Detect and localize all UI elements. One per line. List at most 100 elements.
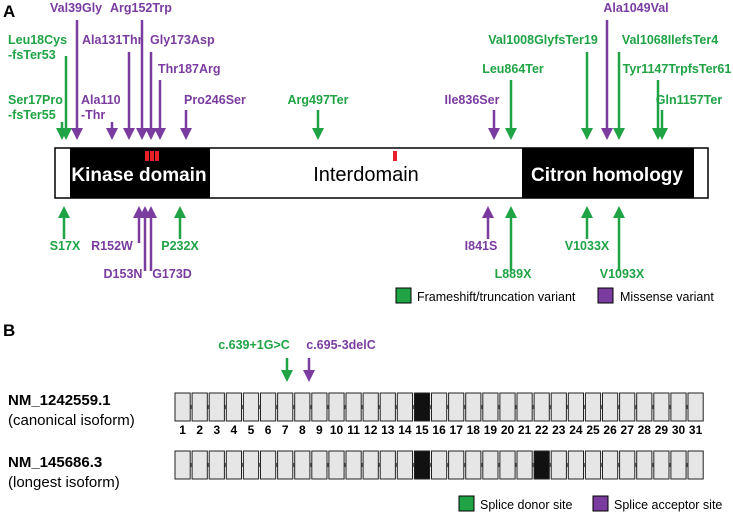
variant-arrow-val1068ilefster4 <box>613 52 625 140</box>
isoform-longest-desc: (longest isoform) <box>8 474 120 491</box>
exon-24 <box>567 450 584 480</box>
variant-label-leu864ter-line: Leu864Ter <box>482 62 544 76</box>
protein-bar: Kinase domain Interdomain Citron homolog… <box>54 147 709 199</box>
exon-5 <box>242 450 260 480</box>
exon-30 <box>670 392 687 422</box>
variant-label-tyr1147trpfster61-line: Tyr1147TrpfsTer61 <box>623 62 732 76</box>
kinase-domain-block <box>70 148 210 198</box>
variant-label-arg497ter: Arg497Ter <box>288 93 349 107</box>
gene-longest <box>174 450 704 480</box>
variant-arrow-ala1049val <box>601 20 613 140</box>
variant-label-arg497ter-line: Arg497Ter <box>288 93 349 107</box>
variant-label-leu864ter: Leu864Ter <box>482 62 544 76</box>
exon-number-25: 25 <box>586 423 600 437</box>
variant-label-v1033x: V1033X <box>565 239 610 253</box>
exon-number-8: 8 <box>299 423 306 437</box>
splice-label-donor-line: c.639+1G>C <box>218 338 290 352</box>
variant-label-val1068ilefster4-line: Val1068IlefsTer4 <box>622 33 718 47</box>
interdomain-highlight-mark <box>393 151 397 161</box>
missense-legend-label: Missense variant <box>620 290 714 304</box>
exon-number-21: 21 <box>518 423 532 437</box>
exon-number-17: 17 <box>450 423 464 437</box>
kinase-highlight-mark <box>150 151 154 161</box>
exon-number-13: 13 <box>381 423 395 437</box>
exon-14 <box>396 450 413 480</box>
variant-arrow-head-p232x <box>174 206 186 218</box>
donor-legend-label: Splice donor site <box>480 498 572 512</box>
exon-number-4: 4 <box>231 423 238 437</box>
exon-16 <box>431 392 448 422</box>
variant-label-gly173asp-line: Gly173Asp <box>150 33 215 47</box>
variant-label-ala110thr-line: -Thr <box>81 108 105 122</box>
exon-number-10: 10 <box>330 423 344 437</box>
exon-28 <box>636 450 653 480</box>
exon-2 <box>191 392 208 422</box>
variant-label-pro246ser: Pro246Ser <box>184 93 246 107</box>
exon-number-23: 23 <box>552 423 566 437</box>
splice-arrow-acceptor <box>303 358 315 382</box>
panel-b-legend: Splice donor site Splice acceptor site <box>458 495 722 512</box>
exon-16 <box>431 450 448 480</box>
exon-3 <box>208 392 225 422</box>
variant-arrow-head-val1068ilefster4 <box>613 128 625 140</box>
exon-29 <box>653 450 670 480</box>
variant-arrow-v1093x <box>613 206 625 271</box>
exon-18 <box>465 450 482 480</box>
variant-arrow-head-g173d <box>145 206 157 218</box>
variant-arrow-head-s17x <box>58 206 70 218</box>
exon-1 <box>174 450 191 480</box>
exon-26 <box>602 392 619 422</box>
exon-number-1: 1 <box>179 423 186 437</box>
exon-12 <box>362 450 379 480</box>
variant-arrow-g173d <box>145 206 157 271</box>
citron-domain-block <box>522 148 694 198</box>
exon-number-20: 20 <box>501 423 515 437</box>
acceptor-legend-label: Splice acceptor site <box>614 498 722 512</box>
variant-label-l889x: L889X <box>495 267 532 281</box>
variant-arrow-head-gln1157ter <box>656 128 668 140</box>
exon-30 <box>670 450 687 480</box>
panel-b-label: B <box>3 321 15 340</box>
exon-4 <box>225 392 243 422</box>
exon-number-19: 19 <box>484 423 498 437</box>
exon-24 <box>567 392 584 422</box>
exon-10 <box>328 450 345 480</box>
variant-arrow-leu864ter <box>505 80 517 140</box>
isoform-canonical-desc: (canonical isoform) <box>8 412 135 429</box>
variant-arrow-head-v1033x <box>581 206 593 218</box>
variant-arrow-arg497ter <box>312 110 324 140</box>
exon-15 <box>413 392 431 422</box>
exon-10 <box>328 392 345 422</box>
exon-number-30: 30 <box>672 423 686 437</box>
variant-arrow-head-pro246ser <box>180 128 192 140</box>
isoform-longest-name: NM_145686.3 <box>8 454 102 471</box>
exon-14 <box>396 392 413 422</box>
variant-arrow-head-val39gly <box>71 128 83 140</box>
variant-label-gln1157ter-line: Gln1157Ter <box>656 93 723 107</box>
exon-31 <box>687 392 704 422</box>
exon-17 <box>448 450 465 480</box>
variant-label-ala1049val-line: Ala1049Val <box>603 1 668 15</box>
exon-9 <box>311 450 328 480</box>
exon-6 <box>260 392 277 422</box>
exon-21 <box>516 392 533 422</box>
exon-number-27: 27 <box>621 423 635 437</box>
variant-label-ile836ser-line: Ile836Ser <box>445 93 500 107</box>
variant-label-i841s: I841S <box>465 239 498 253</box>
variant-label-val39gly-line: Val39Gly <box>50 1 102 15</box>
variant-label-ala131thr: Ala131Thr <box>82 33 143 47</box>
exon-23 <box>550 450 567 480</box>
variant-label-p232x-line: P232X <box>161 239 199 253</box>
variant-label-thr187arg: Thr187Arg <box>158 62 221 76</box>
variant-label-v1093x-line: V1093X <box>600 267 645 281</box>
variant-label-val1008glyfster19: Val1008GlyfsTer19 <box>488 33 598 47</box>
exon-28 <box>636 392 653 422</box>
variant-arrow-head-arg152trp <box>136 128 148 140</box>
variant-label-v1093x: V1093X <box>600 267 645 281</box>
exon-number-18: 18 <box>467 423 481 437</box>
panel-a-label: A <box>3 2 15 21</box>
exon-20 <box>499 392 516 422</box>
variant-label-gln1157ter: Gln1157Ter <box>656 93 723 107</box>
variant-label-ser17pro: Ser17Pro-fsTer55 <box>8 93 63 122</box>
